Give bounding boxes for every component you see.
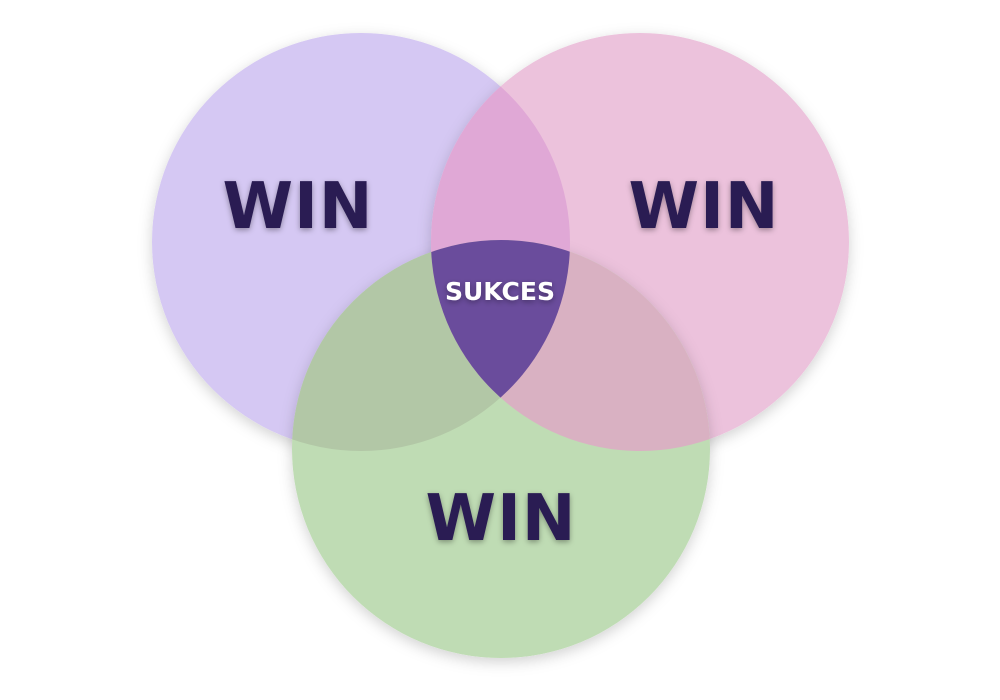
label-center-sukces: SUKCES (445, 277, 555, 306)
label-purple-win: WIN (223, 170, 374, 244)
label-green-win: WIN (426, 482, 577, 556)
label-pink-win: WIN (629, 170, 780, 244)
